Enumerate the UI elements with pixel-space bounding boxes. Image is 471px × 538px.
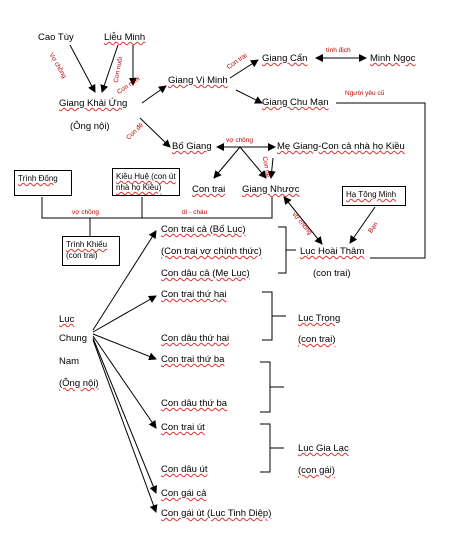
person-nam: Nam <box>59 356 80 367</box>
child-con-trai-ca: Con trai cả (Bố Lục) <box>161 224 246 235</box>
bracket-3 <box>260 361 271 413</box>
label-vo-chong-left: vợ chồng <box>72 209 100 216</box>
line-couple-contrai <box>213 146 241 179</box>
line-chuman-hoaitham <box>336 102 426 259</box>
arrow-congaica <box>92 337 158 494</box>
person-con-trai: Con trai <box>192 184 226 195</box>
line-couple-nhuoc <box>239 146 267 179</box>
person-chung: Chung <box>59 333 87 344</box>
person-giang-vi-minh: Giang Vị Minh <box>168 75 228 86</box>
line-kieuhue-nhuoc <box>141 197 273 219</box>
child-con-dau-thu-hai: Con dâu thứ hai <box>161 333 230 344</box>
person-luc-trong-sub: (con trai) <box>298 334 336 345</box>
line-lieuminh-khaiung <box>100 44 119 93</box>
person-bo-giang: Bố Giang <box>172 141 212 152</box>
person-luc-gia-lac: Lục Gia Lạc <box>298 443 349 454</box>
line-viminh-giangcan <box>229 59 259 79</box>
person-luc-hoai-tham: Lục Hoài Thâm <box>300 246 365 257</box>
person-cao-tuy: Cao Tùy <box>38 32 74 43</box>
arrow-contraithuhai <box>92 295 157 333</box>
child-con-trai-thu-ba: Con trai thứ ba <box>161 354 225 365</box>
person-khai-ung-role: (Ông nội) <box>70 121 110 132</box>
child-con-gai-ca: Con gái cả <box>161 488 207 499</box>
person-lieu-minh: Liễu Minh <box>104 32 146 43</box>
line-viminh-chuman <box>235 89 263 104</box>
person-me-giang: Mẹ Giang-Con cả nhà họ Kiều <box>277 141 405 152</box>
arrow-contraithuba <box>92 333 157 361</box>
line-caotuy-khaiung <box>69 44 96 93</box>
child-con-dau-thu-ba: Con dâu thứ ba <box>161 398 228 409</box>
person-minh-ngoc: Minh Ngọc <box>370 53 416 64</box>
arrow-contraiut <box>92 335 157 429</box>
person-giang-chu-man: Giang Chu Mạn <box>262 97 329 108</box>
bracket-1 <box>278 226 287 274</box>
person-giang-khai-ung: Giang Khải Ứng <box>59 98 128 109</box>
child-con-trai-ut: Con trai út <box>161 422 205 433</box>
child-con-trai-thu-hai: Con trai thứ hai <box>161 289 227 300</box>
person-luc-hoai-tham-sub: (con trai) <box>313 268 351 279</box>
arrow-contraica <box>92 230 157 331</box>
label-vo-chong-mid: vợ chồng <box>226 137 254 144</box>
line-khaiung-bogiang <box>139 117 171 148</box>
label-tinh-dich: tình địch <box>326 47 351 54</box>
person-giang-can: Giang Cẩn <box>262 53 308 64</box>
line-hatongminh-hoaitham <box>349 206 376 244</box>
arrow-congaiut <box>92 339 158 513</box>
person-luc-trong: Lục Trọng <box>298 313 341 324</box>
line-megiang-nhuoc <box>267 157 276 179</box>
bracket-2 <box>262 291 273 341</box>
person-luc-gia-lac-sub: (con gái) <box>298 465 335 476</box>
line-khaiung-viminh <box>141 85 167 104</box>
person-trinh-khieu-sub: (con trai) <box>66 251 98 260</box>
person-trinh-khieu-box: Trình Khiếu (con trai) <box>62 236 120 266</box>
person-kieu-hue: Kiều Huệ (con út nhà họ Kiều) <box>112 168 180 196</box>
person-giang-nhuoc: Giang Nhược <box>242 184 300 195</box>
line-nhuoc-hoaitham <box>283 196 323 245</box>
child-con-gai-ut: Con gái út (Lục Tinh Diệp) <box>161 508 272 519</box>
person-luc: Lục <box>59 314 75 325</box>
person-trinh-khieu: Trình Khiếu <box>66 240 108 249</box>
person-trinh-dong: Trình Đống <box>14 170 72 196</box>
child-con-trai-vo-chinh: (Con trai vợ chính thức) <box>161 246 262 257</box>
label-nguoi-yeu-cu: Người yêu cũ <box>345 90 385 97</box>
child-con-dau-ca: Con dâu cả (Mẹ Lục) <box>161 268 250 279</box>
bracket-4 <box>260 423 271 473</box>
label-di-chau: dì - cháu <box>182 209 208 216</box>
child-con-dau-ut: Con dâu út <box>161 464 208 475</box>
person-ha-tong-minh: Hạ Tông Minh <box>342 186 406 206</box>
person-luc-role: (Ông nội) <box>59 378 99 389</box>
